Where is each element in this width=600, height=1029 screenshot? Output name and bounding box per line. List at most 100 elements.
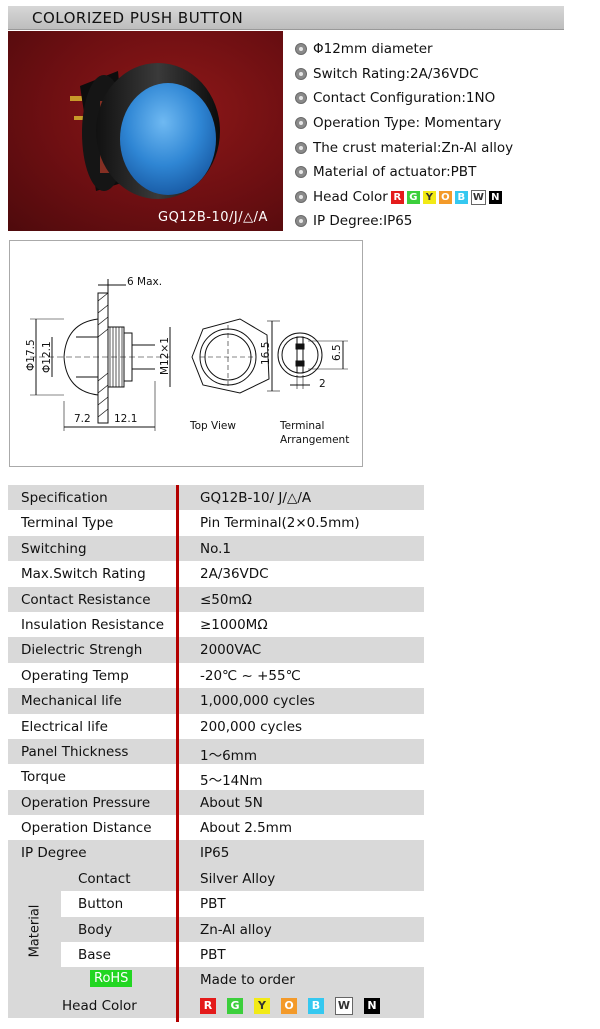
table-row: Operating Temp -20℃ ~ +55℃ (8, 663, 424, 688)
dim-d175: Φ17.5 (25, 339, 37, 371)
table-row: Contact Resistance ≤50mΩ (8, 586, 424, 612)
feature-item: Material of actuator:PBT (295, 160, 513, 185)
spec-table: Specification GQ12B-10/ J/△/A Terminal Typ… (8, 485, 424, 1019)
color-swatch: O (438, 191, 452, 205)
row-value: 5～14Nm (200, 773, 263, 790)
table-row: Mechanical life 1,000,000 cycles (8, 688, 424, 714)
row-key: RoHS (90, 970, 133, 988)
table-row: Electrical life 200,000 cycles (8, 714, 424, 739)
color-swatch: B (454, 191, 468, 205)
row-key: Specification (21, 490, 108, 506)
row-value: -20℃ ~ +55℃ (200, 667, 301, 684)
row-value: About 5N (200, 794, 263, 811)
row-key: Torque (21, 769, 66, 786)
row-value: 1～6mm (200, 747, 257, 764)
row-key: Base (78, 947, 111, 964)
bullet-icon (295, 92, 307, 105)
row-key: Operating Temp (21, 667, 129, 684)
color-swatch: R (200, 997, 216, 1014)
row-value: ≥1000MΩ (200, 616, 268, 633)
color-swatch: Y (254, 997, 270, 1014)
row-key: Mechanical life (21, 693, 122, 710)
row-key: Button (78, 896, 124, 913)
feature-item: Switch Rating:2A/36VDC (295, 62, 513, 87)
color-swatch: G (227, 997, 243, 1014)
feature-item: The crust material:Zn-Al alloy (295, 135, 513, 160)
color-swatch: W (470, 190, 486, 206)
bullet-icon (295, 141, 307, 154)
bullet-icon (295, 117, 307, 130)
row-value: About 2.5mm (200, 820, 292, 837)
color-swatch: R (390, 191, 404, 205)
table-row: RoHS Made to order (8, 967, 424, 993)
feature-list: Φ12mm diameter Switch Rating:2A/36VDC Co… (295, 37, 513, 234)
row-value: 200,000 cycles (200, 718, 303, 735)
row-value: Pin Terminal(2×0.5mm) (200, 515, 360, 532)
feature-item: Φ12mm diameter (295, 37, 513, 62)
dim-d121: Φ12.1 (41, 341, 53, 373)
table-row: Insulation Resistance≥1000MΩ (8, 612, 424, 637)
dim-121b: 12.1 (114, 413, 137, 425)
row-value: Made to order (200, 972, 295, 989)
row-value: GQ12B-10/ J/△/A (200, 490, 312, 506)
row-key: IP Degree (21, 845, 87, 862)
title-bar: COLORIZED PUSH BUTTON (8, 6, 564, 30)
product-photo: GQ12B-10/J/△/A (8, 31, 283, 231)
row-value: PBT (200, 896, 226, 913)
row-key: Dielectric Strengh (21, 642, 143, 659)
push-button-image (70, 63, 220, 199)
color-swatch: N (488, 191, 502, 205)
color-swatch: N (364, 997, 380, 1014)
dim-m12: M12×1 (159, 337, 171, 375)
row-value: PBT (200, 947, 226, 964)
arrangement-label: Arrangement (280, 434, 349, 446)
table-divider (176, 485, 179, 1022)
row-value: IP65 (200, 845, 230, 862)
table-row: Button PBT (8, 891, 424, 916)
row-value: Silver Alloy (200, 870, 276, 887)
dim-72: 7.2 (74, 413, 91, 425)
row-key: Terminal Type (21, 515, 114, 532)
color-swatch: W (335, 996, 353, 1015)
feature-item: Operation Type: Momentary (295, 111, 513, 136)
feature-item: IP Degree:IP65 (295, 209, 513, 234)
row-key: Switching (21, 540, 87, 557)
table-row: Operation Pressure About 5N (8, 789, 424, 816)
bullet-icon (295, 215, 307, 228)
row-value: ≤50mΩ (200, 591, 252, 608)
photo-caption: GQ12B-10/J/△/A (158, 210, 268, 225)
row-key: Contact Resistance (21, 591, 151, 608)
dim-65: 6.5 (331, 344, 343, 361)
bullet-icon (295, 67, 307, 80)
row-key: Body (78, 921, 113, 938)
table-row: Switching No.1 (8, 535, 424, 562)
bullet-icon (295, 166, 307, 179)
top-view-label: Top View (189, 420, 236, 432)
table-row: Operation Distance About 2.5mm (8, 815, 424, 840)
row-key: Operation Pressure (21, 794, 151, 811)
dim-2: 2 (319, 378, 326, 390)
bullet-icon (295, 43, 307, 56)
table-row: Specification GQ12B-10/ J/△/A (8, 485, 424, 511)
table-row: Base PBT (8, 942, 424, 967)
row-key: Head Color (62, 997, 137, 1014)
dim-165: 16.5 (260, 342, 272, 365)
dim-6max: 6 Max. (127, 276, 162, 288)
color-swatch: O (281, 997, 297, 1014)
row-key: Electrical life (21, 718, 108, 735)
row-key: Operation Distance (21, 820, 152, 837)
row-value: 1,000,000 cycles (200, 693, 315, 710)
row-value: No.1 (200, 540, 232, 557)
feature-item: Contact Configuration:1NO (295, 86, 513, 111)
table-row: Torque 5～14Nm (8, 764, 424, 789)
color-swatch: B (308, 997, 324, 1014)
row-key: Panel Thickness (21, 743, 129, 760)
table-row: IP Degree IP65 (8, 840, 424, 866)
